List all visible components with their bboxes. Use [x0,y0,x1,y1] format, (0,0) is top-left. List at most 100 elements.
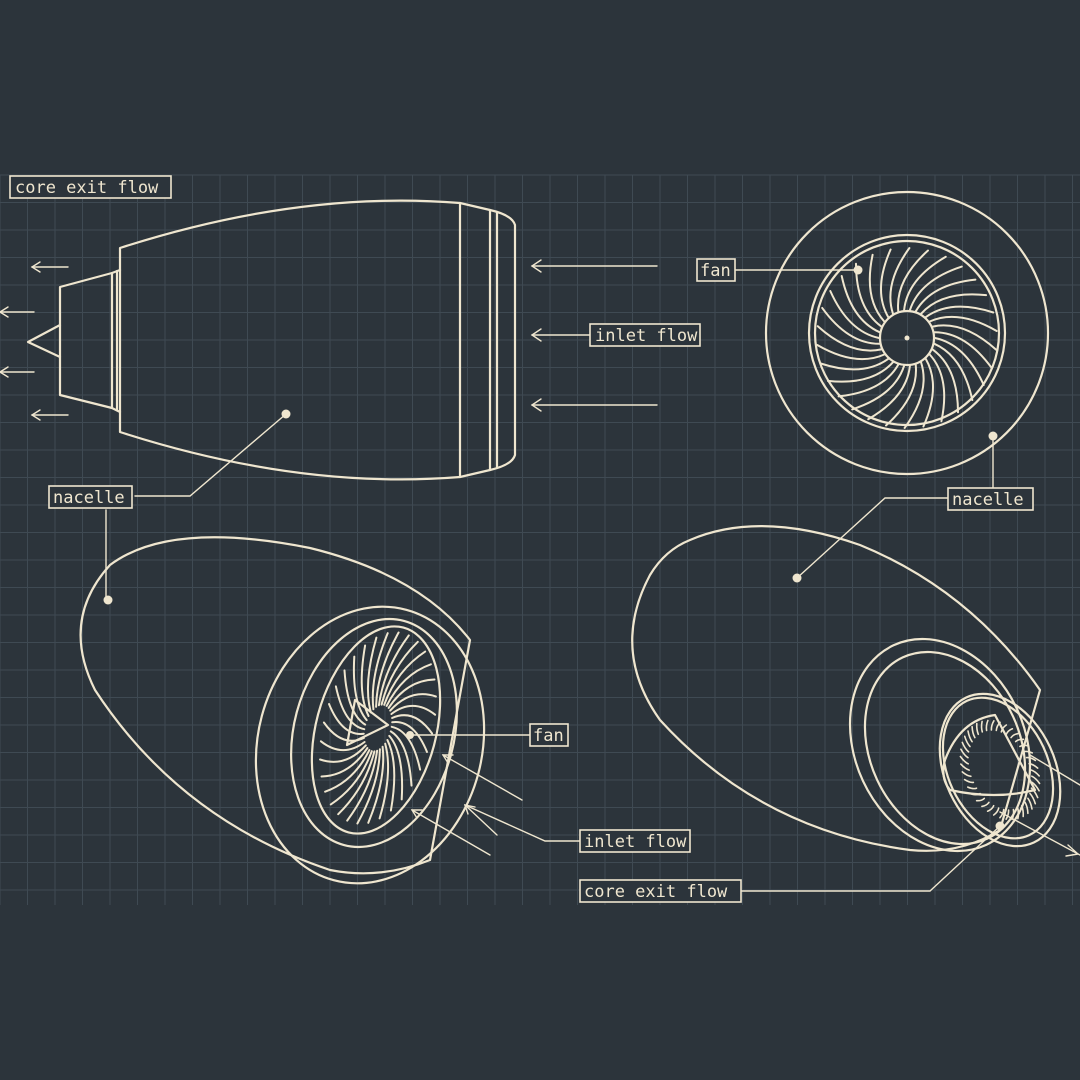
fan-blade [319,740,366,752]
label-text: fan [700,261,731,281]
fan-blade [981,801,990,808]
exhaust-arrow [0,306,35,318]
fan-blade [829,290,880,339]
fan-blade [386,739,396,812]
fan-blade [1031,775,1041,785]
rear-iso-engine [631,525,1080,857]
fan-blade [391,714,434,735]
fan-blade [903,361,925,429]
label-text: inlet flow [595,326,698,346]
fan-blade [319,744,367,763]
fan-blade [971,792,981,796]
fan-blade [868,253,886,323]
fan-blade [328,703,365,735]
label-core-exit-flow-bottom: core exit flow [579,879,742,903]
fan-blade [390,704,437,716]
fan-blade [995,721,1001,732]
exhaust-arrow [30,261,69,273]
front-iso-engine [79,536,486,885]
fan-blade [1028,762,1039,769]
fan-blade [967,730,973,743]
fan-blade [897,249,929,313]
inlet-arrow [463,804,498,836]
fan-blade [334,685,366,731]
fan-blade [963,778,975,784]
fan-blade [383,650,427,706]
fan-blade [908,265,963,312]
fan-blade [840,275,881,334]
fan-blade [961,771,972,778]
inlet-arrow [441,754,523,801]
fan-blade [377,634,410,707]
fan-blade [959,755,969,765]
fan-blade [914,278,977,313]
inlet-arrow [530,328,591,342]
fan-blade [389,730,413,787]
fan-blade [1010,732,1019,739]
exhaust-arrow [30,409,69,421]
fan-blade [963,735,971,748]
fan-blade [366,636,378,714]
front-view-engine [764,190,1050,476]
fan-blade [928,353,946,423]
fan-blade [933,331,993,370]
label-text: core exit flow [15,178,159,198]
fan-blade [903,255,947,312]
fan-blade [1019,744,1029,748]
fan-blade [819,357,890,371]
fan-blade [367,745,385,824]
fan-blade [1020,804,1025,818]
fan-blade [924,305,995,319]
fan-blade [837,363,900,398]
label-fan-bottom: fan [529,723,569,747]
side-view-flow-arrows [0,259,658,421]
label-text: core exit flow [584,882,728,902]
fan-blade [980,720,984,733]
fan-blade [343,669,367,726]
fan-blade [390,725,422,771]
fan-blade [1030,787,1039,799]
fan-blade [1029,792,1037,805]
exhaust-arrow [999,811,1080,857]
fan-blade [867,364,911,421]
fan-blade [826,361,894,383]
label-inlet-flow-bottom: inlet flow [579,829,691,853]
front-fan-blades [816,247,998,429]
fan-blade [1005,728,1014,736]
label-nacelle-top-left: nacelle [48,485,133,509]
fan-blade [371,632,389,711]
exhaust-arrow [0,366,35,378]
blueprint-grid [0,174,1080,905]
fan-blade [985,719,989,732]
label-nacelle-top-right: nacelle [947,487,1034,511]
label-inlet-flow-top: inlet flow [589,323,701,347]
fan-blade [960,748,969,759]
exhaust-arrow [1029,754,1080,786]
fan-blade [1030,769,1040,777]
fan-blade [1024,801,1029,815]
leader-lines [103,265,1005,892]
fan-blade [986,804,995,812]
label-fan-top: fan [696,258,736,282]
fan-blade [816,344,886,361]
fan-blade [931,324,998,351]
fan-blade [975,797,986,802]
fan-blade [821,306,881,345]
fan-blade [378,742,390,820]
fan-blade [934,337,985,386]
fan-blade [329,750,373,806]
fan-blade [880,248,892,319]
fan-blade [961,741,970,753]
side-view-engine [26,199,517,481]
fan-blade [885,363,917,427]
inlet-arrow [530,398,658,412]
fan-blade [975,722,980,736]
inlet-arrow [410,809,491,856]
fan-blade [920,293,988,315]
fan-blade [380,640,419,706]
fan-blade [385,663,432,707]
fan-blade [1031,781,1040,792]
fan-blade [971,725,976,739]
fan-blade [967,786,978,790]
